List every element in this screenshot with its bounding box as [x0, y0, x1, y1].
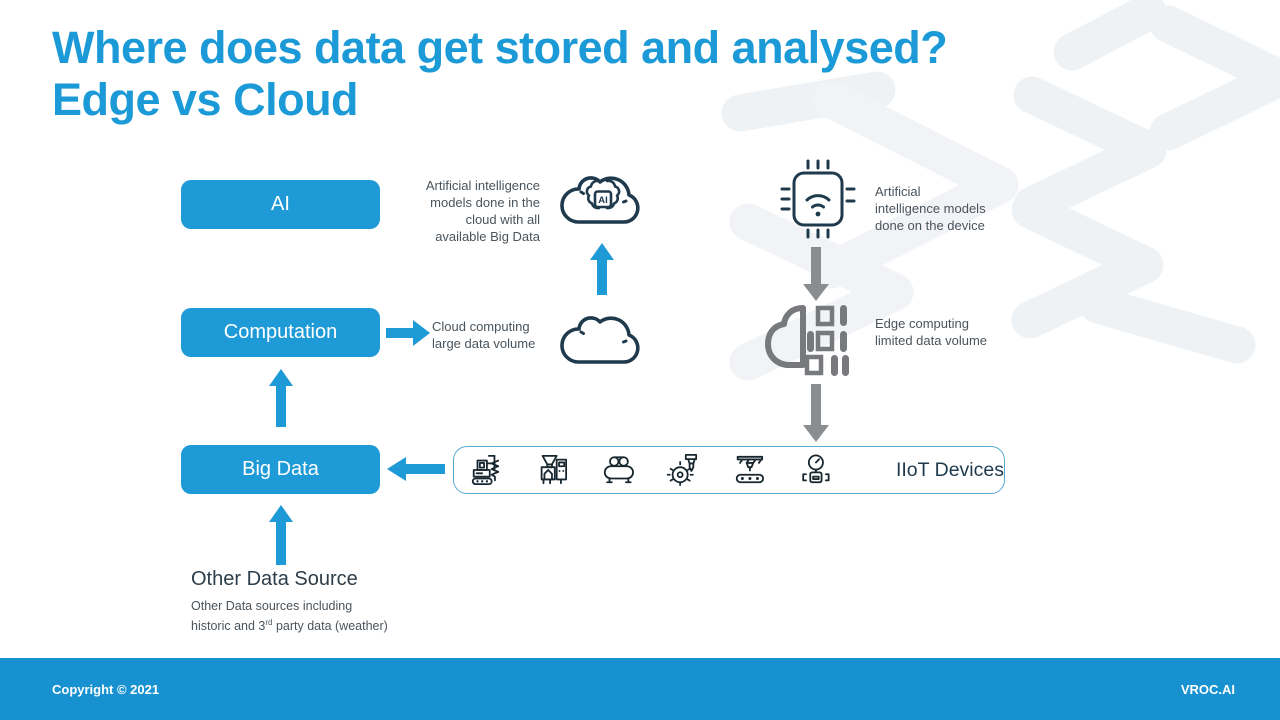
footer-bar: Copyright © 2021 VROC.AI: [0, 658, 1280, 720]
big-data-box-label: Big Data: [242, 458, 319, 480]
arrow-down-edge-to-iiot-icon: [803, 384, 829, 442]
ai-box-label: AI: [271, 193, 290, 215]
page-title: Where does data get stored and analysed?…: [52, 22, 948, 126]
title-line-2: Edge vs Cloud: [52, 74, 359, 125]
ai-box: AI: [181, 180, 380, 229]
hopper-machine-icon: [540, 454, 567, 485]
computation-box-label: Computation: [223, 321, 338, 343]
arrow-up-bigdata-to-computation-icon: [269, 369, 293, 427]
arrow-right-computation-to-cloud-icon: [386, 320, 430, 346]
arrow-up-othersource-to-bigdata-icon: [269, 505, 293, 565]
edge-computing-half-cloud-binary-icon: [765, 305, 849, 376]
copyright-text: Copyright © 2021: [52, 681, 160, 697]
compressor-icon: [603, 456, 634, 484]
computation-box: Computation: [181, 308, 380, 357]
title-line-1: Where does data get stored and analysed?: [52, 22, 948, 73]
brand-text: VROC.AI: [1180, 681, 1235, 697]
arrow-up-cloud-to-ai-icon: [590, 243, 614, 295]
arrow-down-device-to-edge-icon: [803, 247, 829, 301]
drill-rig-icon: [471, 454, 500, 486]
edge-computing-caption: Edge computing limited data volume: [875, 316, 987, 348]
gear-feeder-icon: [667, 454, 698, 486]
arrow-left-iiot-to-bigdata-icon: [387, 457, 445, 481]
big-data-box: Big Data: [181, 445, 380, 494]
iot-chip-wifi-icon: [780, 159, 856, 239]
iiot-devices-label: IIoT Devices: [895, 458, 1004, 481]
other-data-source-title: Other Data Source: [191, 568, 358, 590]
iiot-devices-box: IIoT Devices: [453, 446, 1005, 494]
cloud-computing-caption: Cloud computing large data volume: [432, 319, 536, 351]
cloud-with-ai-brain-icon: AI: [560, 176, 640, 224]
ai-cloud-caption: Artificial intelligence models done in t…: [425, 178, 540, 244]
device-caption: Artificial intelligence models done on t…: [875, 184, 986, 233]
cloud-icon: [560, 316, 640, 364]
other-data-source-caption: Other Data sources including historic an…: [191, 599, 388, 633]
pressure-sensor-icon: [802, 454, 830, 484]
svg-text:AI: AI: [598, 195, 608, 206]
filling-conveyor-icon: [736, 455, 765, 484]
